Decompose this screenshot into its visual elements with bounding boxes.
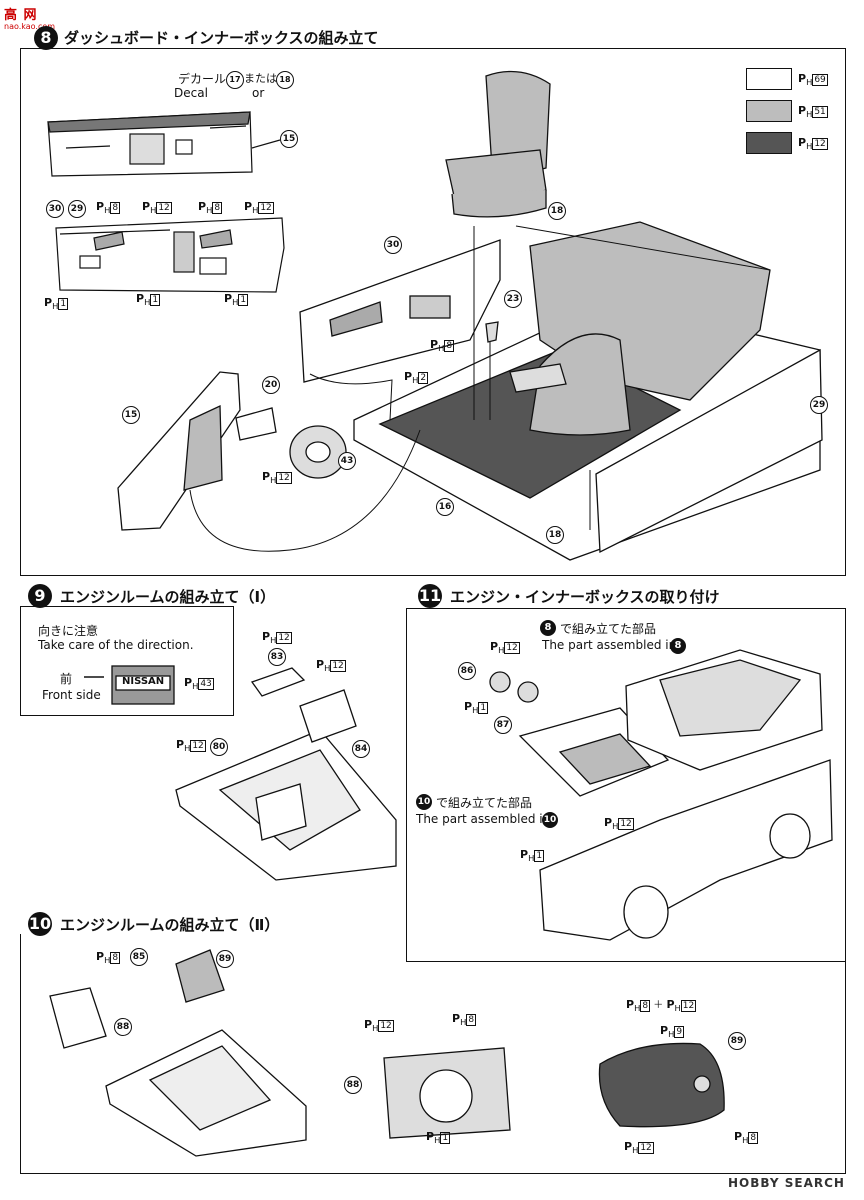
legend-swatch-white <box>746 68 792 90</box>
step-9-title: エンジンルームの組み立て（Ⅰ） <box>60 588 276 606</box>
part-30-panel: 30 <box>46 200 64 218</box>
assembled-8-jp: で組み立てた部品 <box>560 622 657 636</box>
ref-step-10-badge: 10 <box>416 794 432 810</box>
part-84: 84 <box>352 740 370 758</box>
part-88-detail: 88 <box>344 1076 362 1094</box>
step-10-frame <box>20 934 846 1174</box>
step-9-note-frame <box>20 606 234 716</box>
dashboard-panel-drawing <box>47 111 281 177</box>
part-20-column: 20 <box>262 376 280 394</box>
part-15-dash-lower: 15 <box>122 406 140 424</box>
ref-step-8-badge-2: 8 <box>670 638 686 654</box>
part-87: 87 <box>494 716 512 734</box>
part-18-seat-lower: 18 <box>546 526 564 544</box>
step-8-frame <box>20 48 846 576</box>
part-43-wheel: 43 <box>338 452 356 470</box>
direction-note-en: Take care of the direction. <box>38 638 194 652</box>
step-10-title: エンジンルームの組み立て（Ⅱ） <box>60 916 280 934</box>
part-88-radiator: 88 <box>114 1018 132 1036</box>
front-side-en: Front side <box>42 688 101 702</box>
decal-or-jp: または <box>244 72 277 85</box>
part-18-seat-top: 18 <box>548 202 566 220</box>
step-11-frame <box>406 608 846 962</box>
engine-room-2-drawing <box>49 949 725 1157</box>
engine-room-1-drawing <box>84 665 397 881</box>
decal-17: 17 <box>226 71 244 89</box>
hobby-search-watermark: HOBBY SEARCH <box>728 1176 845 1190</box>
front-seat-top-drawing <box>445 70 551 218</box>
part-83: 83 <box>268 648 286 666</box>
part-23-lever: 23 <box>504 290 522 308</box>
step-8-number: 8 <box>34 26 58 50</box>
interior-tub-drawing <box>299 221 823 561</box>
part-86: 86 <box>458 662 476 680</box>
decal-or-en: or <box>252 86 265 100</box>
watermark-logo: 高 网 <box>4 8 38 23</box>
body-assembly-drawing <box>489 649 833 941</box>
direction-note-jp: 向きに注意 <box>38 624 99 638</box>
step-9-number: 9 <box>28 584 52 608</box>
front-side-jp: 前 <box>60 672 73 686</box>
assembled-8-en: The part assembled in <box>542 638 677 652</box>
step-11-title: エンジン・インナーボックスの取り付け <box>450 588 720 606</box>
assembled-10-en: The part assembled in <box>416 812 551 826</box>
legend-swatch-dark <box>746 132 792 154</box>
watermark-url: nao.kao.com <box>4 22 56 31</box>
part-89-detail: 89 <box>728 1032 746 1050</box>
nissan-plate-text: NISSAN <box>122 676 165 687</box>
part-29-panel: 29 <box>68 200 86 218</box>
ref-step-10-badge-2: 10 <box>542 812 558 828</box>
part-29-door-right: 29 <box>810 396 828 414</box>
part-80: 80 <box>210 738 228 756</box>
decal-18: 18 <box>276 71 294 89</box>
part-15-dash: 15 <box>280 130 298 148</box>
step-11-number: 11 <box>418 584 442 608</box>
decal-label-jp: デカール <box>178 72 227 86</box>
legend-swatch-grey <box>746 100 792 122</box>
ref-step-8-badge: 8 <box>540 620 556 636</box>
part-16-floor: 16 <box>436 498 454 516</box>
part-85: 85 <box>130 948 148 966</box>
door-panel-drawing <box>55 217 285 293</box>
assembled-10-jp: で組み立てた部品 <box>436 796 533 810</box>
part-30-door: 30 <box>384 236 402 254</box>
step-10-number: 10 <box>28 912 52 936</box>
decal-label-en: Decal <box>174 86 208 100</box>
dashboard-assembly-drawing <box>117 371 347 531</box>
part-89-engine: 89 <box>216 950 234 968</box>
step-8-title: ダッシュボード・インナーボックスの組み立て <box>64 29 379 47</box>
